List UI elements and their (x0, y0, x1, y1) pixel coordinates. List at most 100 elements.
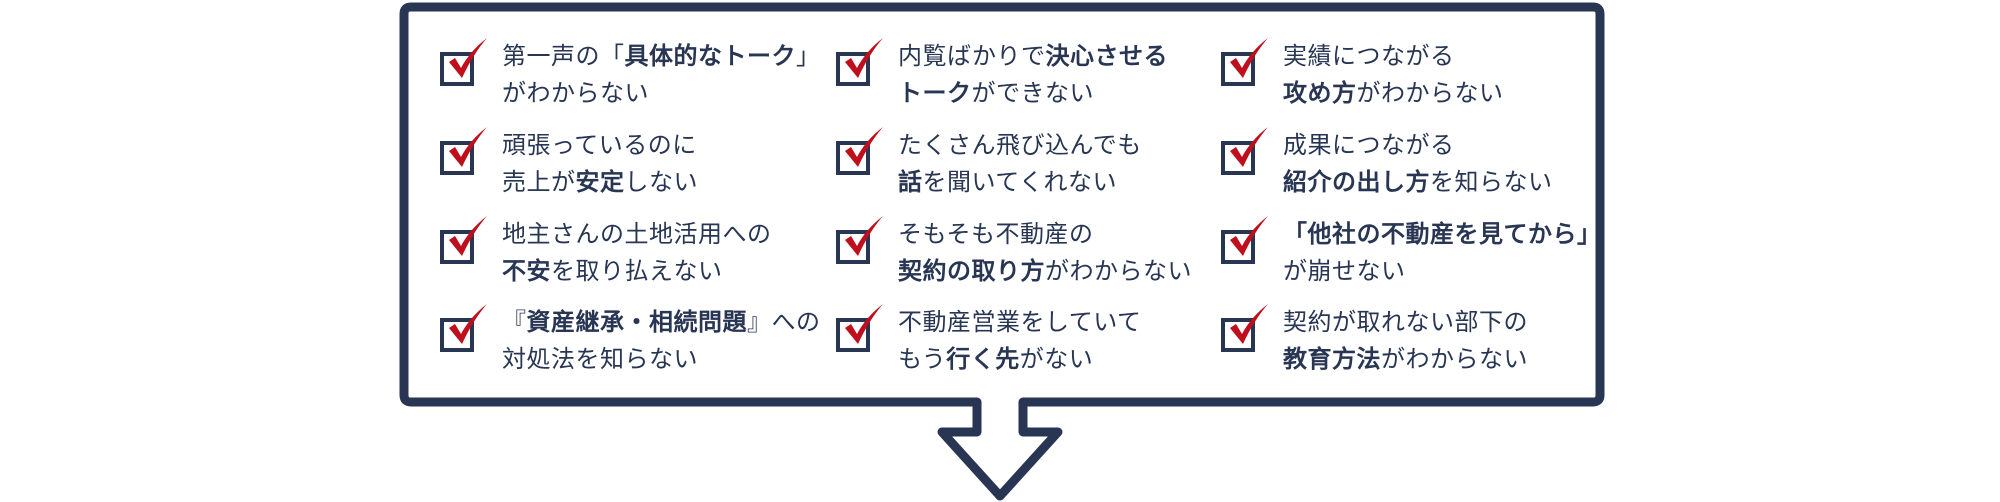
checklist-item-line1: 地主さんの土地活用への (502, 216, 832, 253)
checklist-item-text: 「他社の不動産を見てから」が崩せない (1283, 216, 1613, 290)
checklist-item-line1: 実績につながる (1283, 38, 1613, 75)
checklist-item: 「他社の不動産を見てから」が崩せない (1221, 210, 1611, 290)
emphasis-text: 「他社の不動産を見てから」 (1283, 220, 1602, 248)
checklist-item-line1: 契約が取れない部下の (1283, 304, 1613, 341)
plain-text: 成果につながる (1283, 131, 1455, 159)
checklist-item-line1: 成果につながる (1283, 127, 1613, 164)
emphasis-text: 決心させる (1045, 42, 1168, 70)
checklist-item-line1: 『資産継承・相続問題』への (502, 304, 832, 341)
checklist-item: 『資産継承・相続問題』への対処法を知らない (440, 298, 830, 378)
emphasis-text: トーク (898, 79, 972, 107)
plain-text: もう (898, 345, 947, 373)
checklist-item-line2: が崩せない (1283, 253, 1613, 290)
plain-text: がない (1019, 345, 1094, 373)
checklist-item-text: 契約が取れない部下の教育方法がわからない (1283, 304, 1613, 378)
plain-text: がわからない (1381, 345, 1528, 373)
emphasis-text: 紹介の出し方 (1283, 168, 1430, 196)
checklist-item-line2: 契約の取り方がわからない (898, 253, 1228, 290)
plain-text: たくさん飛び込んでも (898, 131, 1142, 159)
checklist-item-line2: もう行く先がない (898, 341, 1228, 378)
checklist-item-line2: 教育方法がわからない (1283, 341, 1613, 378)
plain-text: 対処法を知らない (502, 345, 698, 373)
plain-text: 実績につながる (1283, 42, 1455, 70)
plain-text: 第一声の「 (502, 42, 625, 70)
plain-text: 地主さんの土地活用への (502, 220, 772, 248)
checklist-item: 頑張っているのに売上が安定しない (440, 121, 830, 201)
callout-outline (399, 2, 1605, 501)
checklist-item: 契約が取れない部下の教育方法がわからない (1221, 298, 1611, 378)
plain-text: を知らない (1430, 168, 1553, 196)
emphasis-text: 資産継承・相続問題 (526, 308, 747, 336)
plain-text: 』への (747, 308, 821, 336)
checklist-item-line2: 不安を取り払えない (502, 253, 832, 290)
checklist-item-line2: がわからない (502, 75, 832, 112)
plain-text: 売上が (502, 168, 576, 196)
checkmark-icon (449, 38, 487, 78)
plain-text: 」 (796, 42, 821, 70)
checkmark-icon (449, 127, 487, 167)
checklist-item: 不動産営業をしていてもう行く先がない (836, 298, 1226, 378)
checklist-item: 実績につながる攻め方がわからない (1221, 32, 1611, 112)
emphasis-text: 教育方法 (1283, 345, 1381, 373)
checkmark-icon (1230, 216, 1268, 256)
checklist-item-line2: 話を聞いてくれない (898, 164, 1228, 201)
checkmark-icon (845, 304, 883, 344)
emphasis-text: 行く先 (946, 345, 1020, 373)
checkmark-icon (1230, 38, 1268, 78)
plain-text: 『 (502, 308, 527, 336)
plain-text: ができない (971, 79, 1094, 107)
plain-text: しない (624, 168, 698, 196)
checklist-item-text: 成果につながる紹介の出し方を知らない (1283, 127, 1613, 201)
emphasis-text: 攻め方 (1283, 79, 1357, 107)
checklist-item: そもそも不動産の契約の取り方がわからない (836, 210, 1226, 290)
checklist-item: 地主さんの土地活用への不安を取り払えない (440, 210, 830, 290)
checklist-item-text: 第一声の「具体的なトーク」がわからない (502, 38, 832, 112)
plain-text: 頑張っているのに (502, 131, 697, 159)
plain-text: がわからない (502, 79, 649, 107)
plain-text: がわからない (1045, 257, 1192, 285)
checklist-item-text: 頑張っているのに売上が安定しない (502, 127, 832, 201)
checklist-item-line2: 売上が安定しない (502, 164, 832, 201)
checklist-item-text: 『資産継承・相続問題』への対処法を知らない (502, 304, 832, 378)
plain-text: 契約が取れない部下の (1283, 308, 1528, 336)
checklist-item-line1: たくさん飛び込んでも (898, 127, 1228, 164)
checklist-item-line2: 対処法を知らない (502, 341, 832, 378)
plain-text: がわからない (1356, 79, 1504, 107)
checklist-item: 内覧ばかりで決心させるトークができない (836, 32, 1226, 112)
checklist-item-text: 地主さんの土地活用への不安を取り払えない (502, 216, 832, 290)
plain-text: を取り払えない (551, 257, 723, 285)
emphasis-text: 不安 (502, 257, 551, 285)
checklist-item-line2: 紹介の出し方を知らない (1283, 164, 1613, 201)
plain-text: が崩せない (1283, 257, 1406, 285)
emphasis-text: 具体的なトーク (624, 42, 796, 70)
checklist-item: 第一声の「具体的なトーク」がわからない (440, 32, 830, 112)
checklist-item-line1: 「他社の不動産を見てから」 (1283, 216, 1613, 253)
checklist-item-line1: 第一声の「具体的なトーク」 (502, 38, 832, 75)
checklist-item: 成果につながる紹介の出し方を知らない (1221, 121, 1611, 201)
checklist-item-line1: 不動産営業をしていて (898, 304, 1228, 341)
checklist-item: たくさん飛び込んでも話を聞いてくれない (836, 121, 1226, 201)
checkmark-icon (449, 304, 487, 344)
checklist-item-line1: そもそも不動産の (898, 216, 1228, 253)
checklist-item-line2: 攻め方がわからない (1283, 75, 1613, 112)
emphasis-text: 安定 (575, 168, 625, 196)
checklist-item-line1: 内覧ばかりで決心させる (898, 38, 1228, 75)
plain-text: 不動産営業をしていて (898, 308, 1142, 336)
checkmark-icon (1230, 304, 1268, 344)
checklist-item-text: 不動産営業をしていてもう行く先がない (898, 304, 1228, 378)
plain-text: を聞いてくれない (922, 168, 1118, 196)
plain-text: 内覧ばかりで (898, 42, 1046, 70)
checklist-item-text: そもそも不動産の契約の取り方がわからない (898, 216, 1228, 290)
checklist-item-text: 内覧ばかりで決心させるトークができない (898, 38, 1228, 112)
emphasis-text: 契約の取り方 (898, 257, 1045, 285)
checkmark-icon (845, 38, 883, 78)
checklist-item-text: たくさん飛び込んでも話を聞いてくれない (898, 127, 1228, 201)
checkmark-icon (1230, 127, 1268, 167)
checklist-item-text: 実績につながる攻め方がわからない (1283, 38, 1613, 112)
checklist-item-line1: 頑張っているのに (502, 127, 832, 164)
plain-text: そもそも不動産の (898, 220, 1094, 248)
checkmark-icon (449, 216, 487, 256)
checklist-item-line2: トークができない (898, 75, 1228, 112)
emphasis-text: 話 (898, 168, 923, 196)
